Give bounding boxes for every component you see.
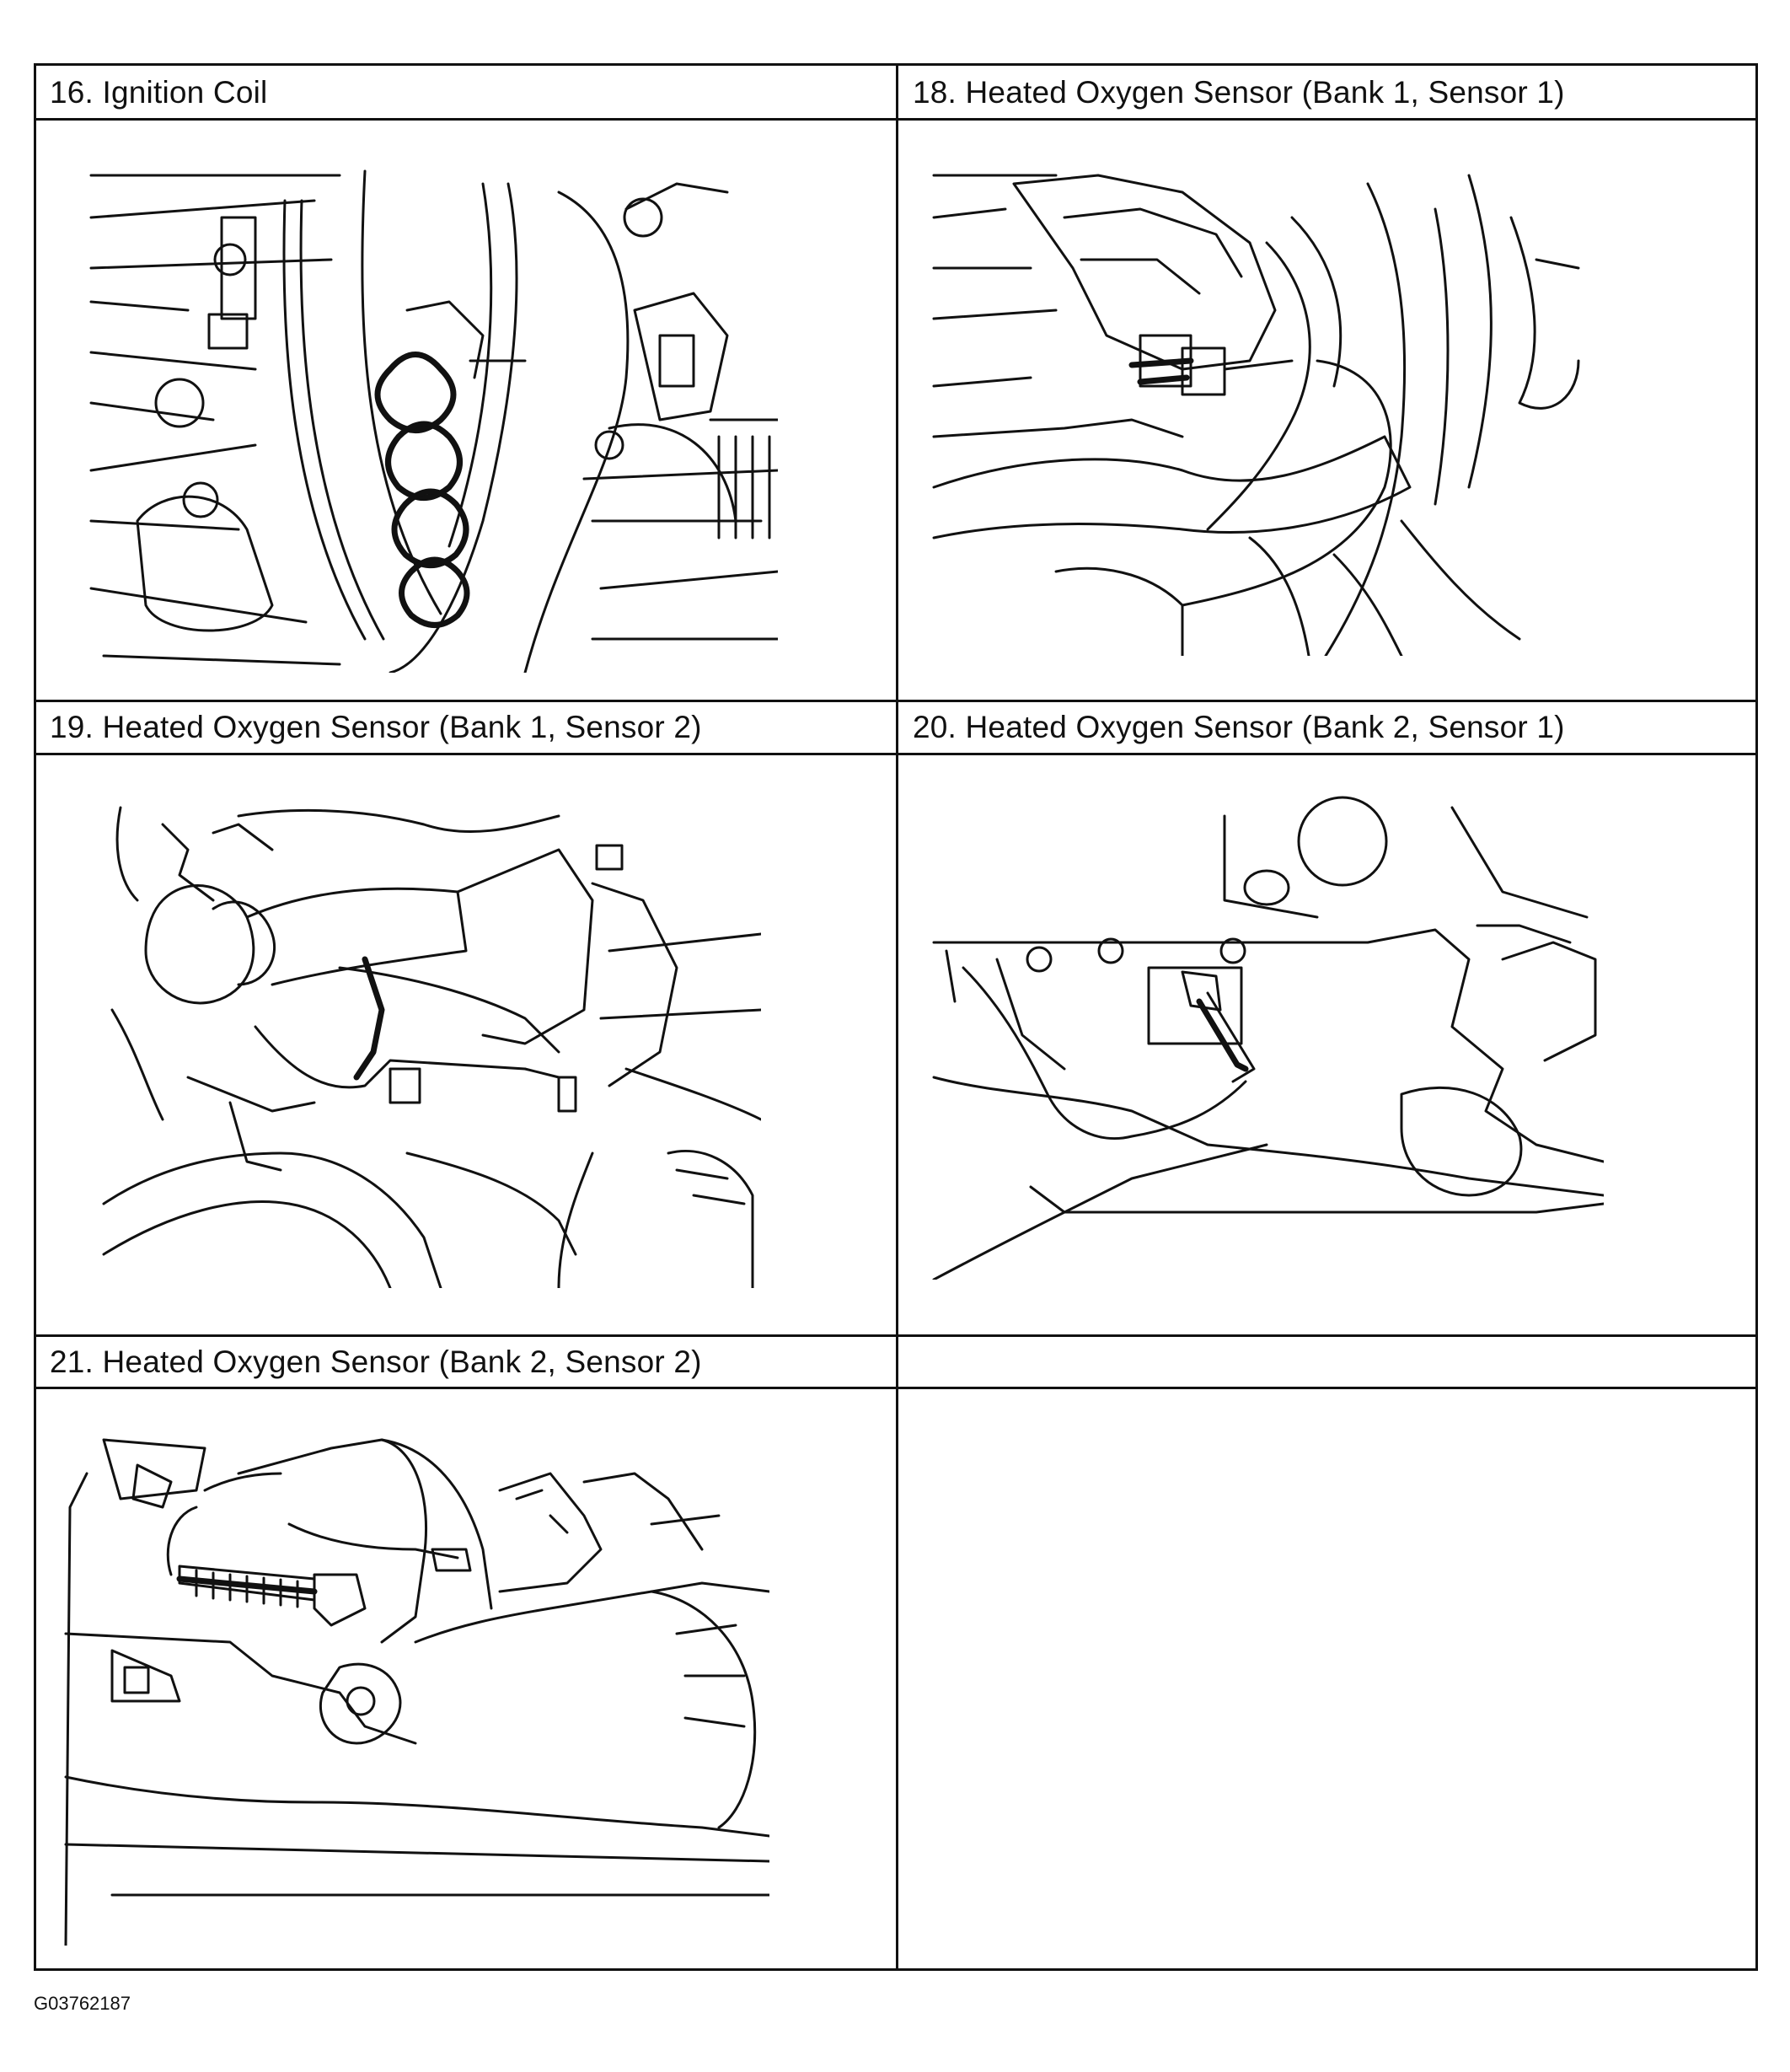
component-location-grid: 16. Ignition Coil 18. Heated Oxygen Sens…	[34, 63, 1758, 1971]
grid-divider-vertical	[896, 66, 898, 1968]
cell-title-o2-bank2-sensor2: 21. Heated Oxygen Sensor (Bank 2, Sensor…	[50, 1345, 702, 1379]
o2-bank1-sensor2-illustration	[87, 799, 761, 1288]
cell-title-ignition-coil: 16. Ignition Coil	[50, 75, 268, 110]
figure-id-label: G03762187	[34, 1993, 131, 2014]
o2-bank2-sensor2-illustration	[62, 1423, 769, 1946]
grid-divider	[36, 700, 1755, 702]
ignition-coil-illustration	[87, 167, 778, 673]
o2-bank2-sensor1-illustration	[930, 791, 1604, 1280]
grid-divider	[36, 1334, 1755, 1337]
grid-divider	[36, 753, 1755, 755]
cell-title-o2-bank1-sensor2: 19. Heated Oxygen Sensor (Bank 1, Sensor…	[50, 710, 702, 744]
grid-divider	[36, 118, 1755, 121]
cell-title-o2-bank2-sensor1: 20. Heated Oxygen Sensor (Bank 2, Sensor…	[913, 710, 1565, 744]
empty-cell	[898, 1389, 1755, 1968]
o2-bank1-sensor1-illustration	[930, 167, 1587, 656]
grid-divider	[36, 1387, 1755, 1389]
cell-title-o2-bank1-sensor1: 18. Heated Oxygen Sensor (Bank 1, Sensor…	[913, 75, 1565, 110]
